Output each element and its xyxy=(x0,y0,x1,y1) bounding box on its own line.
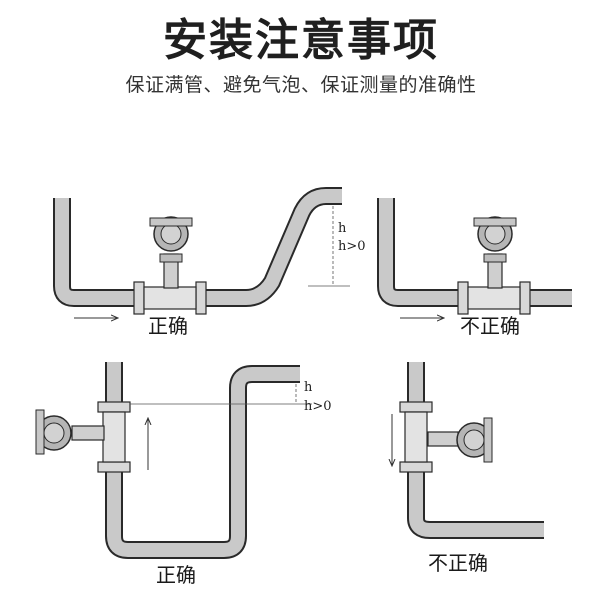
h-label: h xyxy=(338,221,347,236)
panel-top-left: h h>0 正确 xyxy=(53,187,366,338)
caption-incorrect: 不正确 xyxy=(460,314,520,338)
flange xyxy=(97,461,131,473)
meter-body xyxy=(102,411,126,463)
meter-body xyxy=(467,286,521,310)
page-title: 安装注意事项 xyxy=(163,15,439,66)
h-condition: h>0 xyxy=(304,399,332,414)
flange xyxy=(519,281,531,315)
panel-bottom-left: h h>0 正确 xyxy=(35,362,332,587)
meter-body xyxy=(404,411,428,463)
panel-top-right: 不正确 xyxy=(377,198,572,338)
flange xyxy=(97,401,131,413)
h-condition: h>0 xyxy=(338,239,366,254)
panel-bottom-right: 不正确 xyxy=(392,362,544,575)
flange xyxy=(399,461,433,473)
caption-correct: 正确 xyxy=(148,314,188,338)
h-label: h xyxy=(304,380,313,395)
flange xyxy=(399,401,433,413)
flange xyxy=(195,281,207,315)
pipe xyxy=(105,362,300,559)
flange xyxy=(133,281,145,315)
meter-body xyxy=(143,286,197,310)
flange xyxy=(457,281,469,315)
pipe xyxy=(377,198,572,307)
page-subtitle: 保证满管、避免气泡、保证测量的准确性 xyxy=(125,74,477,96)
caption-correct: 正确 xyxy=(156,563,196,587)
caption-incorrect: 不正确 xyxy=(428,551,488,575)
